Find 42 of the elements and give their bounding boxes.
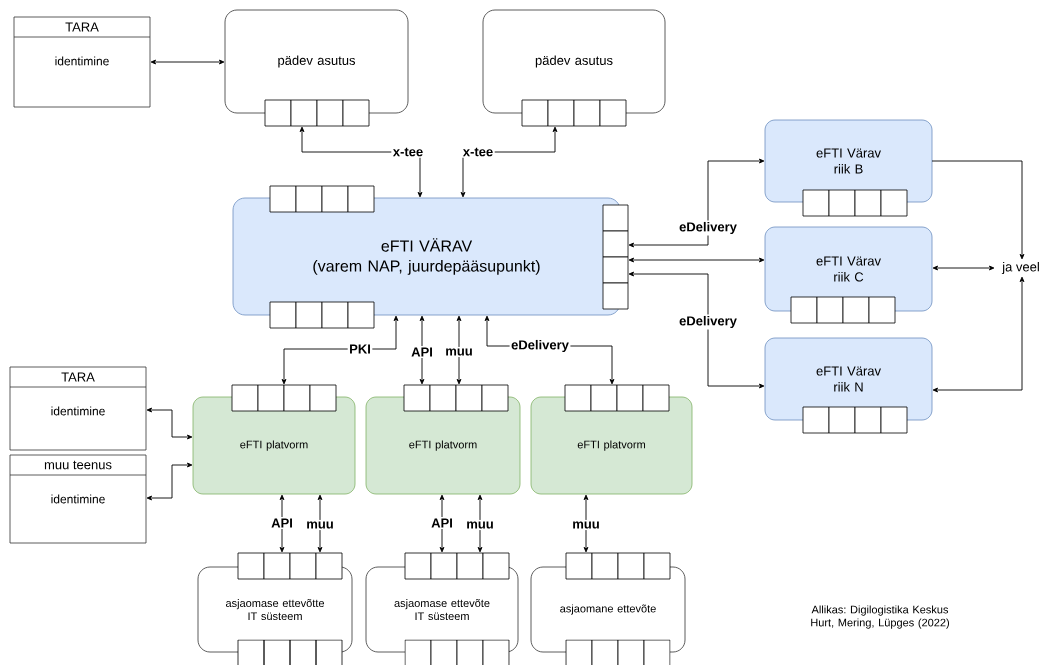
arrow	[932, 276, 1025, 393]
arrow	[628, 257, 765, 263]
edge-label: eDelivery	[677, 220, 739, 236]
box-header: muu teenus	[44, 460, 112, 470]
arrow	[317, 494, 323, 553]
source-caption: Allikas: Digilogistika Keskus Hurt, Mering, Lüpges (2022)	[811, 605, 949, 629]
arrow	[628, 271, 765, 389]
edge-label: PKI	[347, 343, 373, 355]
arrow	[932, 265, 995, 271]
edge-label: x-tee	[461, 146, 495, 158]
edge-label: muu	[570, 519, 602, 531]
edge-label: API	[409, 346, 435, 358]
edge-label: API	[429, 517, 455, 529]
arrow	[628, 158, 765, 248]
box-header: TARA	[61, 372, 95, 382]
arrow	[931, 160, 1025, 260]
arrow	[419, 315, 425, 385]
edge-label: eDelivery	[677, 314, 739, 330]
box-body-text: identimine	[51, 406, 105, 416]
arrow	[456, 315, 462, 385]
box-body-text: identimine	[51, 494, 105, 504]
arrow	[477, 494, 483, 553]
arrow	[146, 407, 193, 440]
gateway-box: eFTI Värav riik B	[764, 119, 933, 203]
arrow	[146, 462, 193, 501]
arrow	[583, 494, 589, 553]
box-header: TARA	[65, 22, 99, 32]
authority-box: pädev asutus	[482, 9, 666, 114]
authority-box: pädev asutus	[224, 9, 409, 114]
edge-label: muu	[443, 346, 475, 358]
edge-label: x-tee	[391, 146, 425, 158]
edge-label: API	[269, 517, 295, 529]
arrow	[439, 494, 445, 553]
text-label: ja veel	[1001, 261, 1039, 275]
gateway-box: eFTI Värav riik C	[764, 226, 933, 312]
arrow	[279, 494, 285, 553]
arrow	[281, 315, 399, 385]
edge-label: muu	[464, 519, 496, 531]
edge-label: muu	[304, 519, 336, 531]
arrow	[150, 59, 225, 65]
edge-label: eDelivery	[509, 338, 571, 354]
box-body-text: identimine	[55, 56, 109, 66]
